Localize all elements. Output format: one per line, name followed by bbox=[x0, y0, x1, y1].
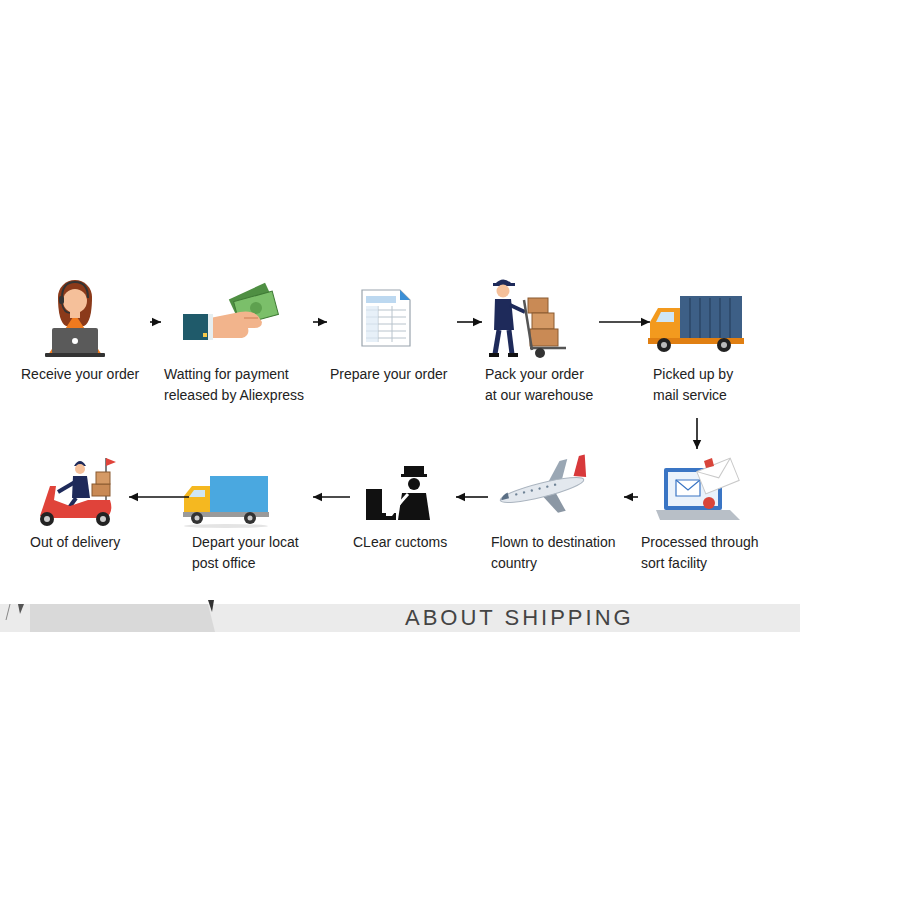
shipping-banner bbox=[0, 600, 800, 632]
flow-step: Depart your locat post office bbox=[192, 452, 310, 574]
flow-step: Out of delivery bbox=[30, 452, 126, 553]
payment-icon bbox=[183, 283, 278, 340]
flow-arrow bbox=[624, 496, 638, 498]
flow-arrow bbox=[456, 496, 488, 498]
flow-step: Flown to destination country bbox=[491, 452, 621, 574]
flow-step: Pack your order at our warehouse bbox=[485, 270, 596, 406]
flow-arrow bbox=[599, 321, 650, 323]
banner-title: ABOUT SHIPPING bbox=[405, 604, 634, 632]
flow-arrow bbox=[313, 321, 327, 323]
flow-arrow bbox=[696, 418, 698, 449]
scooter-courier-icon bbox=[40, 458, 116, 526]
flow-arrow bbox=[129, 496, 189, 498]
sort-facility-icon bbox=[656, 458, 740, 520]
flow-step: Prepare your order bbox=[330, 270, 454, 385]
step-caption: Picked up by mail service bbox=[653, 364, 741, 406]
mail-truck-icon bbox=[648, 296, 744, 352]
step-caption: Receive your order bbox=[21, 364, 147, 385]
order-sheet-icon bbox=[362, 290, 410, 346]
step-caption: Processed through sort facility bbox=[641, 532, 765, 574]
step-caption: Watting for payment released by Aliexpre… bbox=[164, 364, 310, 406]
step-caption: CLear cuctoms bbox=[353, 532, 453, 553]
local-truck-icon bbox=[183, 476, 269, 528]
flow-arrow bbox=[313, 496, 350, 498]
step-caption: Depart your locat post office bbox=[192, 532, 310, 574]
flow-step: CLear cuctoms bbox=[353, 452, 453, 553]
step-caption: Prepare your order bbox=[330, 364, 454, 385]
warehouse-worker-icon bbox=[489, 280, 566, 359]
airplane-icon bbox=[494, 455, 596, 526]
flow-step: Receive your order bbox=[21, 270, 147, 385]
flow-arrow bbox=[150, 321, 161, 323]
step-caption: Out of delivery bbox=[30, 532, 126, 553]
customs-icon bbox=[366, 466, 430, 520]
operator-icon bbox=[45, 280, 105, 357]
flow-step: Watting for payment released by Aliexpre… bbox=[164, 270, 310, 406]
flow-arrow bbox=[457, 321, 482, 323]
flow-step: Picked up by mail service bbox=[653, 270, 741, 406]
step-caption: Flown to destination country bbox=[491, 532, 621, 574]
step-caption: Pack your order at our warehouse bbox=[485, 364, 596, 406]
flow-step: Processed through sort facility bbox=[641, 452, 765, 574]
